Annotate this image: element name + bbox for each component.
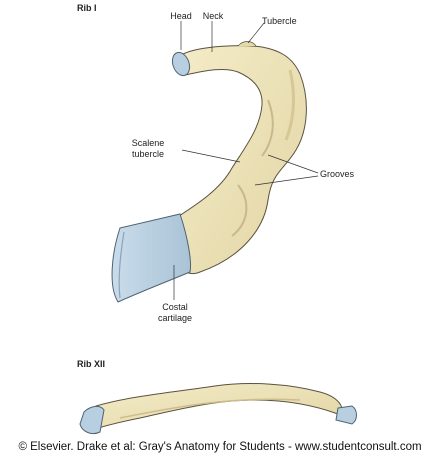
label-scalene-tubercle: Scalene tubercle <box>118 138 178 160</box>
rib-1-groove-upper <box>261 99 274 157</box>
scalene-leader <box>181 149 241 163</box>
rib-1-tubercle <box>237 41 257 47</box>
rib-12-title: Rib XII <box>77 359 106 369</box>
grooves-leader-lower <box>254 175 319 186</box>
rib-1-head <box>171 51 191 77</box>
tubercle-leader <box>247 22 265 44</box>
label-grooves: Grooves <box>320 169 355 179</box>
label-costal-line2: cartilage <box>157 313 193 323</box>
label-tubercle: Tubercle <box>262 16 297 26</box>
label-scalene-line2: tubercle <box>131 149 165 159</box>
label-neck: Neck <box>202 11 224 21</box>
rib-1-shaft-edge <box>284 69 295 141</box>
rib-12-head <box>79 405 105 435</box>
rib-1-shaft <box>175 45 307 275</box>
rib-12-shaft-shadow <box>119 398 301 419</box>
rib-12-costal-tip <box>335 405 357 425</box>
rib-1-bone <box>175 45 307 275</box>
label-scalene-line1: Scalene <box>131 138 165 148</box>
label-head: Head <box>170 11 192 21</box>
rib-1-cartilage-edge <box>118 231 125 299</box>
rib-1-title: Rib I <box>77 3 97 13</box>
rib-1-costal-cartilage <box>111 213 191 303</box>
label-costal-cartilage: Costal cartilage <box>148 302 202 324</box>
rib-12-bone <box>91 383 343 431</box>
label-costal-line1: Costal <box>162 302 188 312</box>
grooves-leader-upper <box>267 154 319 174</box>
copyright-footer: © Elsevier. Drake et al: Gray's Anatomy … <box>18 441 422 453</box>
rib-1-groove-lower <box>231 184 248 237</box>
